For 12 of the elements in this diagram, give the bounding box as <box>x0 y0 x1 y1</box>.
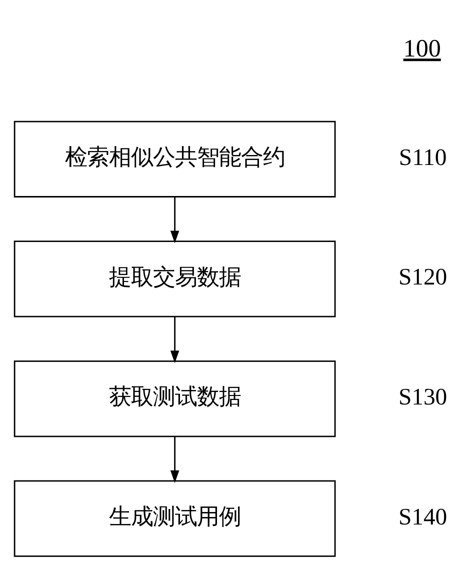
node-label: S120 <box>398 264 447 291</box>
arrow <box>170 436 179 483</box>
node-box: 检索相似公共智能合约 <box>13 120 336 198</box>
node-box: 生成测试用例 <box>13 480 336 557</box>
node-label: S110 <box>398 144 446 171</box>
label: 100 <box>402 36 440 63</box>
node-box: 获取测试数据 <box>13 360 336 438</box>
arrow <box>170 196 179 244</box>
arrow <box>170 316 179 364</box>
node-label: S140 <box>398 504 447 530</box>
node-label: S130 <box>398 384 447 410</box>
node-box: 提取交易数据 <box>13 240 336 318</box>
